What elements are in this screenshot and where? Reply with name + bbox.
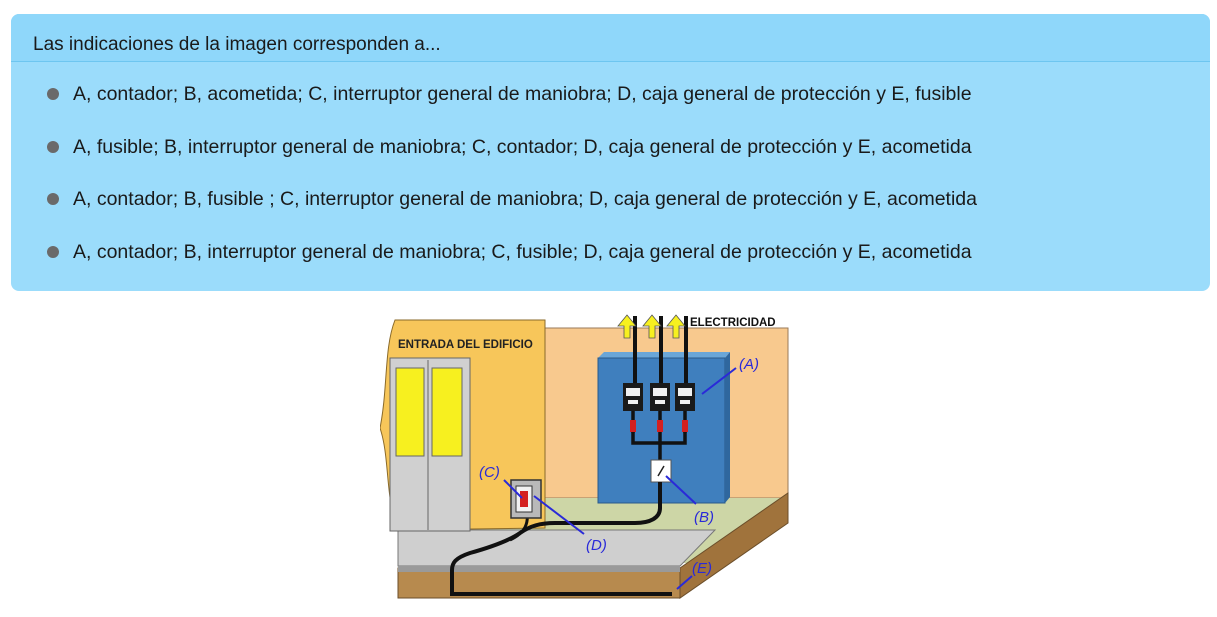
meter-panel-top xyxy=(598,352,730,358)
leader-c xyxy=(503,479,523,499)
label-d: (D) xyxy=(586,537,607,554)
bullet-icon xyxy=(47,140,59,153)
fuse-3 xyxy=(682,420,688,432)
answer-option-text: A, contador; B, interruptor general de m… xyxy=(73,240,972,263)
fuse-1 xyxy=(630,420,636,432)
meter-panel-side xyxy=(725,352,730,503)
question-header xyxy=(11,14,1210,62)
bullet-icon xyxy=(47,193,59,205)
door-glass-left xyxy=(395,367,425,457)
up-arrow-icon xyxy=(666,314,686,339)
answer-option-text: A, fusible; B, interruptor general de ma… xyxy=(73,135,972,158)
leader-d xyxy=(533,495,585,535)
main-switch-lever xyxy=(657,465,665,477)
answer-option-1[interactable]: A, contador; B, acometida; C, interrupto… xyxy=(47,76,977,129)
bullet-icon xyxy=(47,88,59,100)
up-arrow-icon xyxy=(642,314,662,339)
meter-1 xyxy=(623,383,643,411)
answer-options: A, contador; B, acometida; C, interrupto… xyxy=(47,76,977,286)
up-arrow-icon xyxy=(617,314,637,339)
electrical-installation-diagram: ENTRADA DEL EDIFICIO ELECTRICIDAD xyxy=(380,314,789,599)
bullet-icon xyxy=(47,245,59,258)
leader-e xyxy=(676,575,693,590)
fuse-2 xyxy=(657,420,663,432)
label-c: (C) xyxy=(479,464,500,481)
sidewalk xyxy=(397,529,717,567)
question-text: Las indicaciones de la imagen correspond… xyxy=(33,34,441,55)
wire-join xyxy=(631,431,687,445)
question-panel: Las indicaciones de la imagen correspond… xyxy=(11,14,1210,291)
answer-option-2[interactable]: A, fusible; B, interruptor general de ma… xyxy=(47,129,977,182)
meter-2 xyxy=(650,383,670,411)
leader-b xyxy=(665,475,697,505)
answer-option-4[interactable]: A, contador; B, interruptor general de m… xyxy=(47,234,977,287)
door-glass-right xyxy=(431,367,463,457)
leader-a xyxy=(701,367,737,395)
electricity-label: ELECTRICIDAD xyxy=(690,317,776,329)
soil-side xyxy=(679,492,789,599)
meter-3 xyxy=(675,383,695,411)
building-entrance-label: ENTRADA DEL EDIFICIO xyxy=(398,339,533,351)
answer-option-text: A, contador; B, fusible ; C, interruptor… xyxy=(73,188,977,210)
answer-option-text: A, contador; B, acometida; C, interrupto… xyxy=(73,83,972,105)
sidewalk-edge xyxy=(398,566,680,572)
protection-fuse xyxy=(520,491,528,507)
answer-option-3[interactable]: A, contador; B, fusible ; C, interruptor… xyxy=(47,181,977,234)
label-b: (B) xyxy=(694,509,714,526)
label-e: (E) xyxy=(692,560,712,577)
label-a: (A) xyxy=(739,356,759,373)
